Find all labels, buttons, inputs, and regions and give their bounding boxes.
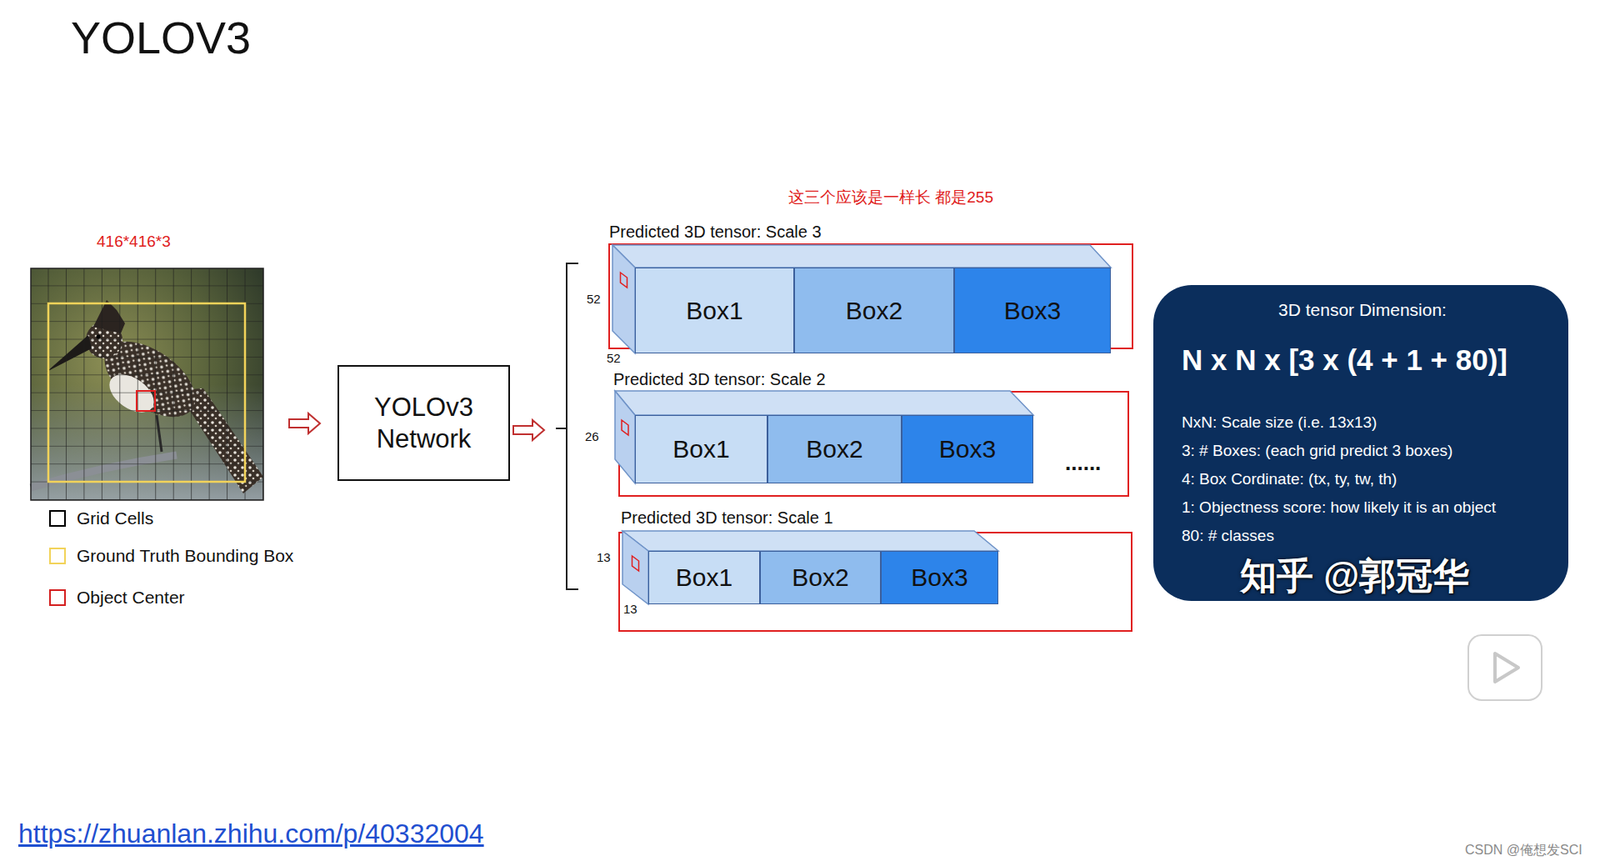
- box-label: Box1: [675, 563, 733, 592]
- bird-photo: [30, 268, 264, 500]
- hollow-arrow: [513, 420, 545, 440]
- anchor-box: Box2: [767, 415, 902, 484]
- tensor-side-face: [612, 245, 635, 354]
- legend-swatch: [49, 547, 66, 565]
- dimension-note: 4: Box Cordinate: (tx, ty, tw, th): [1181, 470, 1544, 489]
- watermark: 知乎 @郭冠华: [1240, 551, 1470, 601]
- legend-label: Ground Truth Bounding Box: [76, 545, 294, 566]
- anchor-box: Box2: [794, 267, 955, 354]
- anchor-box: Box1: [635, 267, 795, 354]
- anchor-box: Box1: [648, 550, 760, 605]
- box-label: Box1: [685, 296, 743, 325]
- legend-row: Grid Cells: [49, 508, 154, 529]
- tensor-top-face: [615, 390, 1034, 415]
- dimension-number: 26: [585, 429, 600, 444]
- grid-cell-marker: [632, 555, 640, 571]
- dimension-note: 3: # Boxes: (each grid predict 3 boxes): [1181, 441, 1544, 460]
- hollow-arrow: [289, 413, 320, 434]
- anchor-box: Box1: [635, 415, 768, 484]
- photo-background: [30, 268, 264, 500]
- ground-truth-box: [48, 303, 245, 482]
- legend-swatch: [49, 589, 66, 606]
- panel-title: 3D tensor Dimension:: [1181, 300, 1544, 320]
- tensor-block: Predicted 3D tensor: Scale 3 Box1 Box2 Box3: [609, 221, 1115, 355]
- slide-title: YOLOV3: [70, 11, 251, 64]
- tensor-top-face: [622, 530, 999, 551]
- legend-label: Object Center: [76, 587, 185, 608]
- size-note: 416*416*3: [96, 232, 171, 251]
- tensor-heading: Predicted 3D tensor: Scale 1: [620, 507, 1000, 528]
- network-box: YOLOv3 Network: [337, 365, 510, 481]
- legend-label: Grid Cells: [76, 508, 154, 529]
- grid-cell-marker: [621, 420, 629, 435]
- anchor-box: Box2: [760, 550, 881, 605]
- annotation-note: 这三个应该是一样长 都是255: [788, 186, 994, 209]
- dimension-panel: 3D tensor Dimension: N x N x [3 x (4 + 1 …: [1153, 285, 1569, 601]
- source-link: https://zhuanlan.zhihu.com/p/40332004: [18, 818, 485, 850]
- dimension-note: NxN: Scale size (i.e. 13x13): [1181, 413, 1544, 432]
- tensor-top-face: [612, 245, 1111, 268]
- box-label: Box2: [805, 435, 863, 464]
- output-bracket: [555, 263, 579, 590]
- box-label: Box2: [845, 296, 903, 325]
- tensor-side-face: [622, 530, 649, 605]
- legend-swatch: [49, 510, 66, 527]
- tensor-heading: Predicted 3D tensor: Scale 3: [609, 221, 1115, 242]
- dimension-note: 80: # classes: [1181, 526, 1544, 545]
- grid-cells: [30, 268, 264, 500]
- dimension-number: 52: [606, 350, 621, 365]
- watermark: CSDN @俺想发SCI: [1465, 841, 1583, 860]
- dimension-number: 52: [586, 291, 601, 306]
- tensor-heading: Predicted 3D tensor: Scale 2: [613, 369, 1035, 390]
- ellipsis: ......: [1065, 450, 1101, 476]
- photo-frame: [30, 268, 264, 500]
- legend-row: Object Center: [49, 587, 185, 608]
- object-center-box: [136, 390, 155, 411]
- tensor-side-face: [615, 390, 635, 484]
- tensor-block: Predicted 3D tensor: Scale 2 Box1 Box2 Box3: [613, 369, 1035, 485]
- legend-row: Ground Truth Bounding Box: [49, 545, 294, 566]
- tensor-block: Predicted 3D tensor: Scale 1 Box1 Box2 Box3: [620, 507, 1000, 606]
- dimension-formula: N x N x [3 x (4 + 1 + 80)]: [1181, 343, 1544, 377]
- box-label: Box3: [910, 563, 968, 592]
- box-label: Box1: [672, 435, 730, 464]
- box-label: Box2: [791, 563, 849, 592]
- network-label: YOLOv3 Network: [347, 391, 500, 454]
- dimension-number: 13: [596, 550, 611, 565]
- anchor-box: Box3: [880, 550, 999, 605]
- photo-lower-haze: [30, 268, 264, 500]
- anchor-box: Box3: [954, 267, 1111, 354]
- play-button-frame: [1468, 635, 1542, 700]
- dimension-number: 13: [623, 601, 638, 616]
- anchor-box: Box3: [901, 415, 1034, 484]
- box-label: Box3: [939, 435, 996, 464]
- grid-cell-marker: [620, 272, 628, 288]
- play-button: [1468, 635, 1542, 700]
- box-label: Box3: [1004, 296, 1061, 325]
- dimension-note: 1: Objectness score: how likely it is an…: [1181, 498, 1544, 517]
- play-triangle: [1495, 653, 1519, 682]
